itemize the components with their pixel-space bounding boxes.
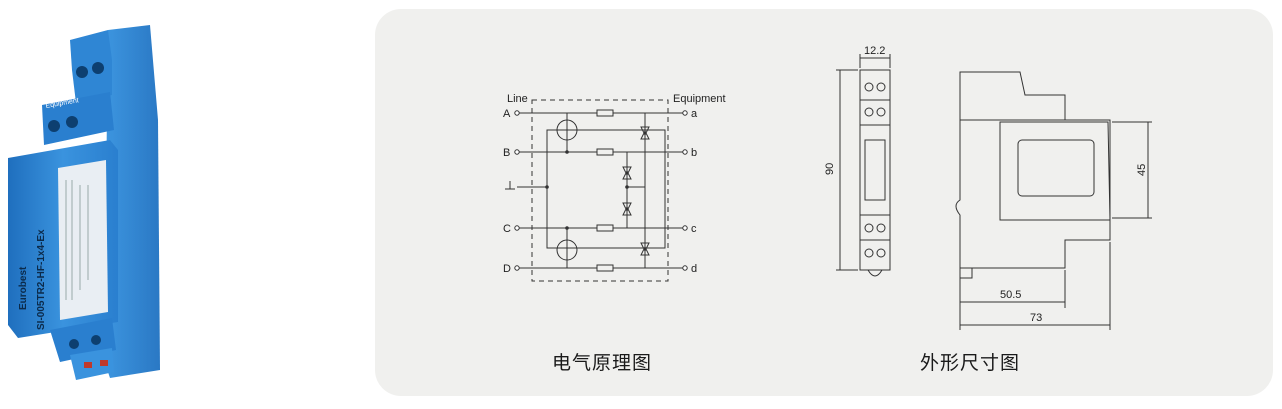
equipment-label: Equipment [673, 93, 726, 105]
side-height-dimension: 45 [1136, 164, 1148, 176]
dimension-caption: 外形尺寸图 [920, 352, 1021, 374]
width-dimension: 12.2 [864, 45, 885, 57]
schematic-diagram: Line Equipment A B C D a b c d [503, 93, 726, 282]
product-image: Equipment Eurobest SI-005TR2-HF-1x4-Ex [0, 0, 370, 405]
terminal-in-A: A [503, 108, 511, 120]
diagram-panel [375, 9, 1273, 396]
dimension-drawing: 12.2 90 45 50.5 73 [824, 45, 1152, 330]
terminal-out-a: a [691, 108, 698, 120]
height-dimension: 90 [824, 163, 836, 175]
terminal-out-b: b [691, 147, 697, 159]
terminal-out-d: d [691, 263, 697, 275]
terminal-in-C: C [503, 223, 511, 235]
schematic-caption: 电气原理图 [552, 352, 653, 374]
depth-dimension: 50.5 [1000, 289, 1021, 301]
device-brand-label: Eurobest [18, 266, 29, 310]
device-model-label: SI-005TR2-HF-1x4-Ex [36, 229, 47, 330]
terminal-in-B: B [503, 147, 510, 159]
terminal-in-D: D [503, 263, 511, 275]
line-label: Line [507, 93, 528, 105]
terminal-out-c: c [691, 223, 697, 235]
total-depth-dimension: 73 [1030, 312, 1042, 324]
